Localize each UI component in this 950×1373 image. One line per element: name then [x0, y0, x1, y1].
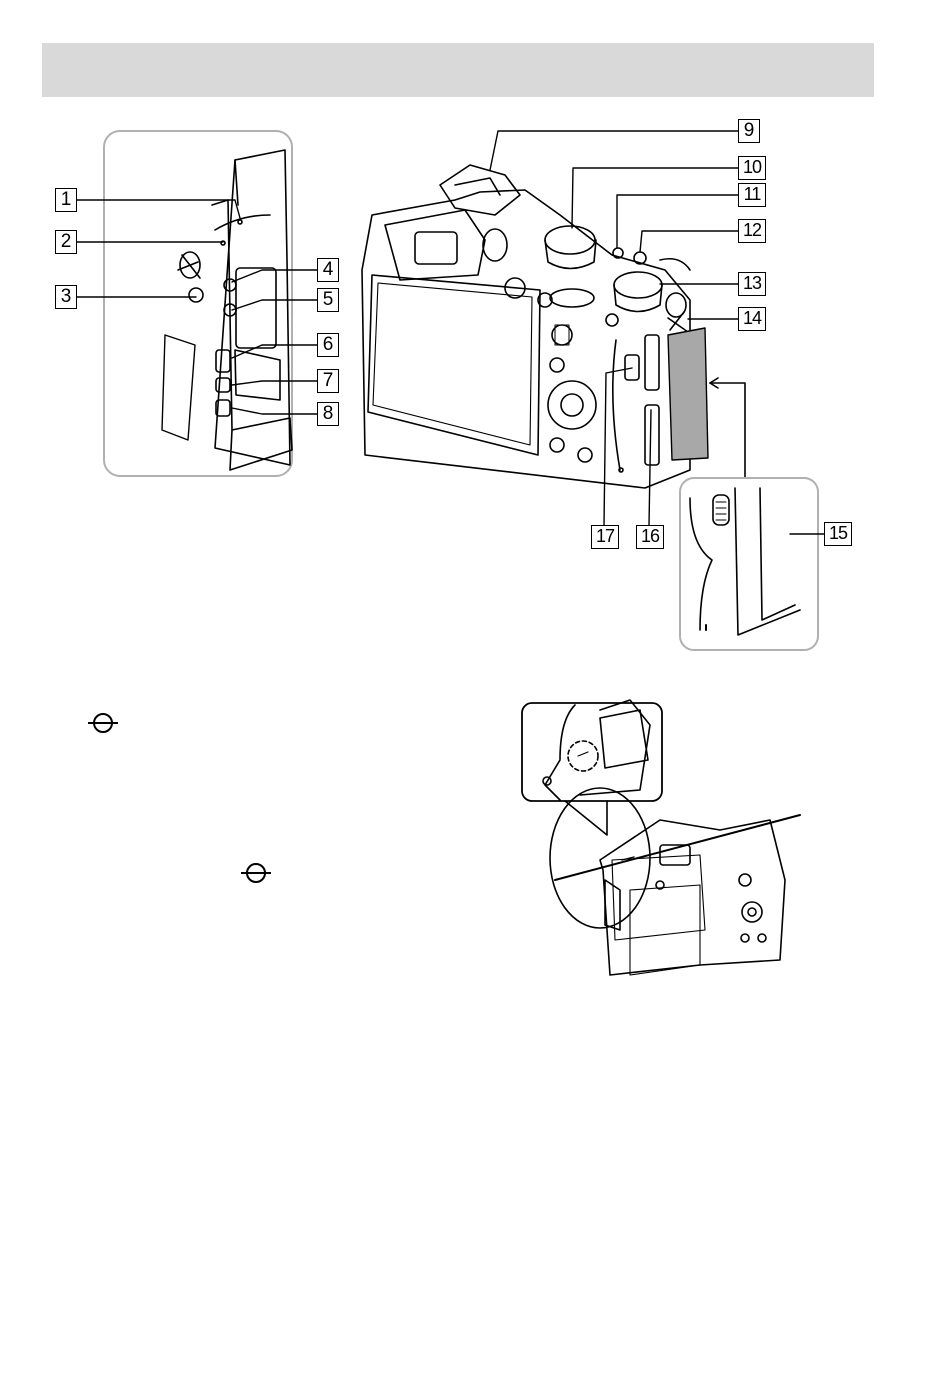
callout-6: 6	[317, 333, 339, 357]
callout-10: 10	[738, 156, 766, 180]
callout-2: 2	[55, 230, 77, 254]
callout-8: 8	[317, 402, 339, 426]
image-plane-mark-icon	[86, 706, 120, 740]
callout-12: 12	[738, 219, 766, 243]
callout-4: 4	[317, 258, 339, 282]
callout-16: 16	[636, 525, 664, 549]
rear-view-illustration	[362, 165, 745, 488]
callout-5: 5	[317, 288, 339, 312]
leader-lines	[77, 131, 824, 534]
callout-13: 13	[738, 272, 766, 296]
callout-1: 1	[55, 188, 77, 212]
callout-14: 14	[738, 307, 766, 331]
callout-11: 11	[738, 183, 766, 207]
callout-9: 9	[738, 119, 760, 143]
grip-inset-illustration	[680, 478, 818, 650]
side-view-illustration	[104, 131, 292, 476]
callout-15: 15	[824, 522, 852, 546]
image-plane-mark-icon	[239, 856, 273, 890]
callout-17: 17	[591, 525, 619, 549]
callout-3: 3	[55, 285, 77, 309]
callout-7: 7	[317, 369, 339, 393]
image-plane-illustration	[522, 700, 800, 975]
